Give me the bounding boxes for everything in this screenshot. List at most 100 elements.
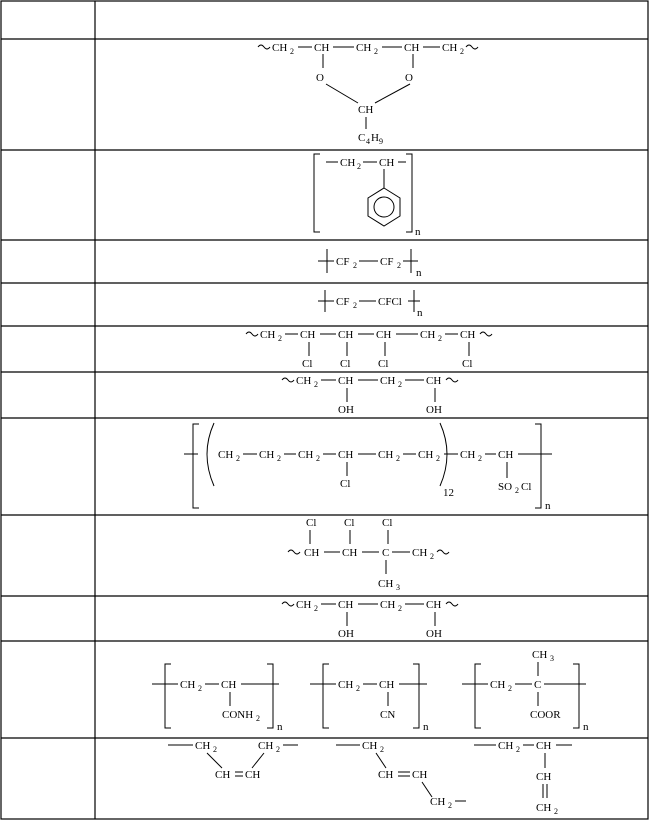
svg-text:CH: CH [532, 649, 547, 661]
svg-text:CH: CH [218, 449, 233, 461]
svg-text:Cl: Cl [340, 478, 350, 490]
svg-text:CH: CH [426, 375, 441, 387]
svg-text:CH: CH [296, 375, 311, 387]
svg-text:2: 2 [278, 334, 282, 343]
svg-text:2: 2 [396, 454, 400, 463]
svg-text:CH: CH [342, 547, 357, 559]
svg-text:SO: SO [498, 481, 512, 493]
svg-text:CONH: CONH [222, 709, 253, 721]
svg-text:3: 3 [550, 654, 554, 663]
svg-text:2: 2 [516, 745, 520, 754]
svg-text:2: 2 [290, 47, 294, 56]
svg-text:CFCl: CFCl [378, 296, 402, 308]
svg-text:CH: CH [420, 329, 435, 341]
svg-text:CH: CH [378, 769, 393, 781]
svg-text:2: 2 [277, 454, 281, 463]
svg-text:CH: CH [536, 771, 551, 783]
svg-text:CH: CH [498, 740, 513, 752]
svg-text:CH: CH [215, 769, 230, 781]
svg-text:CH: CH [536, 740, 551, 752]
svg-text:CH: CH [362, 740, 377, 752]
svg-text:CH: CH [356, 42, 371, 54]
svg-text:n: n [415, 226, 421, 238]
svg-text:2: 2 [554, 807, 558, 816]
svg-text:CH: CH [314, 42, 329, 54]
svg-text:CH: CH [338, 375, 353, 387]
svg-text:2: 2 [397, 261, 401, 270]
svg-text:C: C [534, 679, 541, 691]
svg-text:2: 2 [198, 684, 202, 693]
svg-text:2: 2 [430, 552, 434, 561]
svg-text:OH: OH [338, 404, 354, 416]
svg-text:CF: CF [380, 256, 393, 268]
svg-text:CH: CH [338, 679, 353, 691]
svg-text:CH: CH [338, 329, 353, 341]
svg-text:CH: CH [258, 740, 273, 752]
svg-text:n: n [417, 307, 423, 319]
svg-text:CH: CH [300, 329, 315, 341]
svg-text:2: 2 [448, 801, 452, 810]
svg-text:2: 2 [276, 745, 280, 754]
svg-text:2: 2 [316, 454, 320, 463]
svg-text:CH: CH [460, 329, 475, 341]
svg-text:CH: CH [260, 329, 275, 341]
svg-text:2: 2 [374, 47, 378, 56]
svg-text:2: 2 [438, 334, 442, 343]
svg-text:CH: CH [426, 599, 441, 611]
svg-text:CH: CH [338, 449, 353, 461]
svg-text:n: n [416, 267, 422, 279]
svg-text:Cl: Cl [340, 358, 350, 370]
svg-text:CH: CH [404, 42, 419, 54]
svg-text:CN: CN [380, 709, 395, 721]
svg-text:CH: CH [338, 599, 353, 611]
svg-text:CH: CH [378, 449, 393, 461]
svg-text:n: n [583, 721, 589, 733]
svg-text:Cl: Cl [521, 481, 531, 493]
svg-text:CH: CH [380, 599, 395, 611]
svg-text:2: 2 [353, 301, 357, 310]
svg-text:3: 3 [396, 583, 400, 592]
svg-text:Cl: Cl [306, 517, 316, 529]
svg-text:CH: CH [195, 740, 210, 752]
svg-text:OH: OH [426, 628, 442, 640]
svg-text:Cl: Cl [378, 358, 388, 370]
svg-text:2: 2 [515, 486, 519, 495]
svg-text:CH: CH [418, 449, 433, 461]
svg-text:CF: CF [336, 256, 349, 268]
svg-text:2: 2 [314, 380, 318, 389]
svg-text:OH: OH [426, 404, 442, 416]
svg-text:C: C [382, 547, 389, 559]
svg-text:Cl: Cl [302, 358, 312, 370]
svg-text:COOR: COOR [530, 709, 561, 721]
svg-text:9: 9 [379, 137, 383, 146]
svg-text:2: 2 [398, 604, 402, 613]
svg-text:CH: CH [180, 679, 195, 691]
svg-text:2: 2 [380, 745, 384, 754]
svg-text:CH: CH [490, 679, 505, 691]
svg-text:OH: OH [338, 628, 354, 640]
svg-text:CH: CH [412, 547, 427, 559]
svg-text:2: 2 [436, 454, 440, 463]
svg-text:CH: CH [245, 769, 260, 781]
svg-text:4: 4 [366, 137, 370, 146]
svg-text:2: 2 [256, 714, 260, 723]
svg-text:CH: CH [304, 547, 319, 559]
svg-text:C: C [358, 132, 365, 144]
svg-text:CH: CH [380, 375, 395, 387]
svg-text:n: n [277, 721, 283, 733]
svg-text:CH: CH [298, 449, 313, 461]
svg-text:CH: CH [358, 104, 373, 116]
svg-text:Cl: Cl [344, 517, 354, 529]
svg-text:CH: CH [379, 679, 394, 691]
svg-text:CH: CH [378, 578, 393, 590]
